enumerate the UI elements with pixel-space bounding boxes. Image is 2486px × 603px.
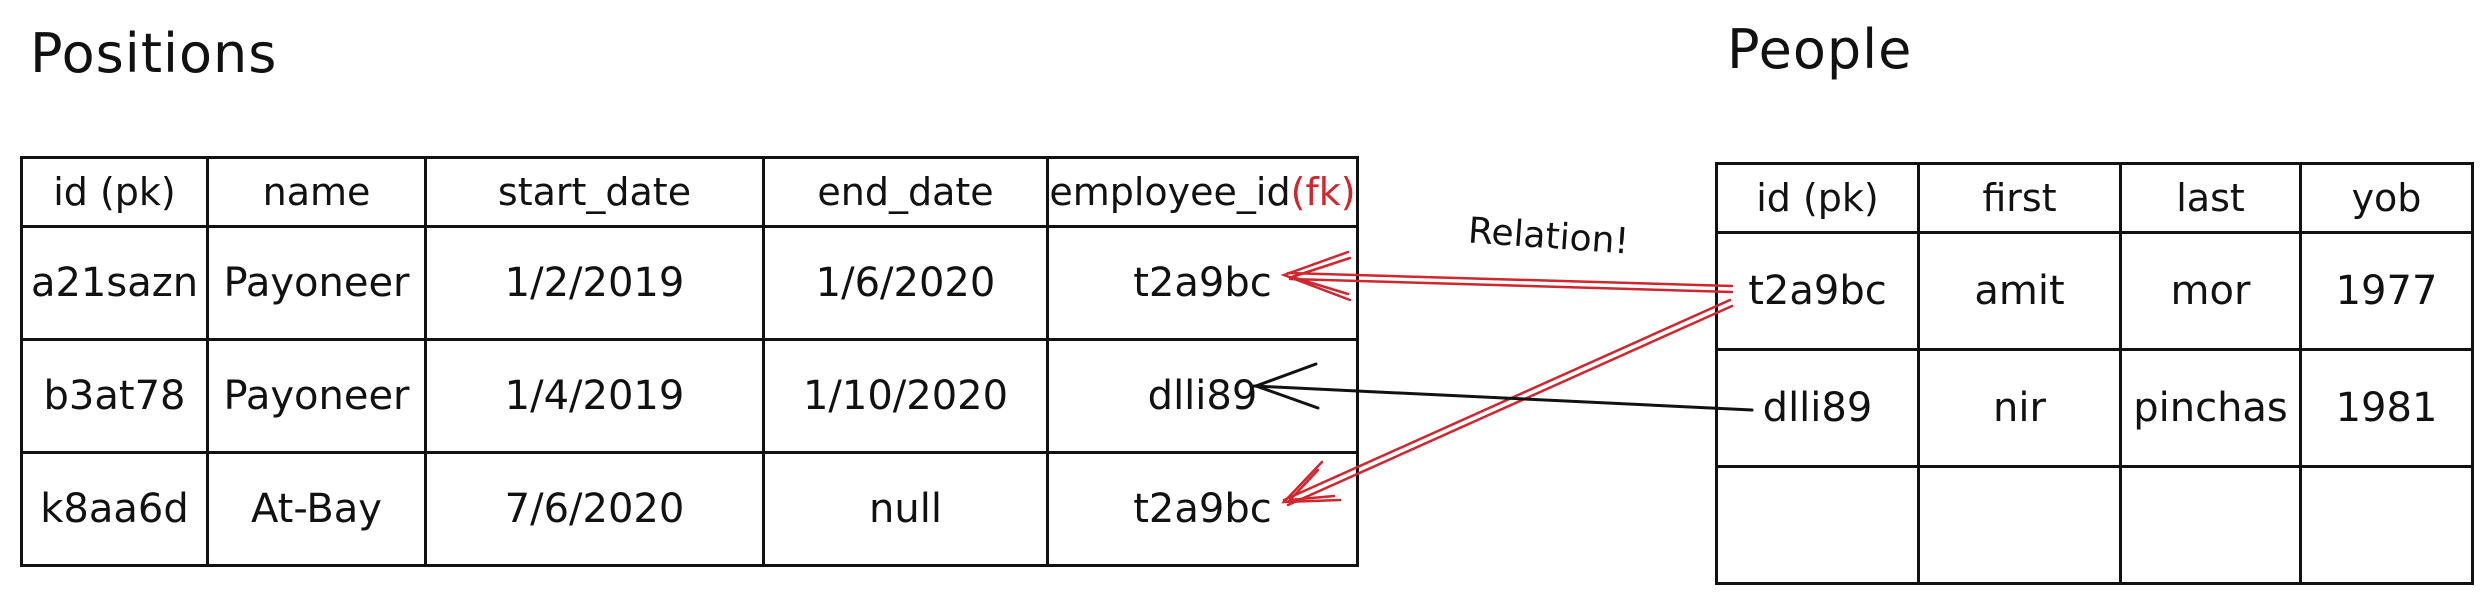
positions-col-name: name [206, 156, 427, 228]
people-table: id (pk) first last yob t2a9bc amit mor 1… [1715, 162, 2474, 585]
table-row: dlli89 nir pinchas 1981 [1715, 348, 2474, 468]
table-cell [1917, 465, 2122, 585]
table-row [1715, 465, 2474, 585]
table-cell: 7/6/2020 [424, 451, 765, 567]
table-cell: t2a9bc [1046, 451, 1359, 567]
table-cell [2299, 465, 2474, 585]
table-cell: a21sazn [20, 225, 209, 341]
people-col-last: last [2119, 162, 2302, 234]
table-cell: Payoneer [206, 338, 427, 454]
table-cell [2119, 465, 2302, 585]
relation-arrow-black [1251, 362, 1754, 412]
table-cell: t2a9bc [1715, 231, 1920, 351]
table-row: b3at78 Payoneer 1/4/2019 1/10/2020 dlli8… [20, 338, 1359, 454]
table-cell: At-Bay [206, 451, 427, 567]
table-row: a21sazn Payoneer 1/2/2019 1/6/2020 t2a9b… [20, 225, 1359, 341]
relation-arrow-red-2 [1280, 298, 1734, 507]
table-cell: 1/2/2019 [424, 225, 765, 341]
table-cell: b3at78 [20, 338, 209, 454]
employee-id-label: employee_id [1049, 170, 1291, 214]
positions-col-employee-id: employee_id(fk) [1046, 156, 1359, 228]
table-cell: 1977 [2299, 231, 2474, 351]
positions-title: Positions [30, 22, 278, 85]
people-col-id: id (pk) [1715, 162, 1920, 234]
table-row: t2a9bc amit mor 1977 [1715, 231, 2474, 351]
table-cell: null [762, 451, 1049, 567]
table-cell: dlli89 [1715, 348, 1920, 468]
table-cell: pinchas [2119, 348, 2302, 468]
positions-col-id: id (pk) [20, 156, 209, 228]
positions-col-start-date: start_date [424, 156, 765, 228]
table-cell: Payoneer [206, 225, 427, 341]
table-cell: 1/6/2020 [762, 225, 1049, 341]
people-header-row: id (pk) first last yob [1715, 162, 2474, 234]
table-cell: k8aa6d [20, 451, 209, 567]
table-row: k8aa6d At-Bay 7/6/2020 null t2a9bc [20, 451, 1359, 567]
table-cell: nir [1917, 348, 2122, 468]
positions-table: id (pk) name start_date end_date employe… [20, 156, 1359, 567]
people-col-yob: yob [2299, 162, 2474, 234]
relation-arrow-red-1 [1280, 250, 1734, 302]
table-cell: mor [2119, 231, 2302, 351]
people-title: People [1727, 18, 1913, 81]
fk-marker: (fk) [1290, 170, 1356, 214]
positions-col-end-date: end_date [762, 156, 1049, 228]
positions-header-row: id (pk) name start_date end_date employe… [20, 156, 1359, 228]
table-cell: 1/10/2020 [762, 338, 1049, 454]
people-col-first: first [1917, 162, 2122, 234]
table-cell [1715, 465, 1920, 585]
table-cell: 1981 [2299, 348, 2474, 468]
table-cell: amit [1917, 231, 2122, 351]
table-cell: dlli89 [1046, 338, 1359, 454]
table-cell: 1/4/2019 [424, 338, 765, 454]
